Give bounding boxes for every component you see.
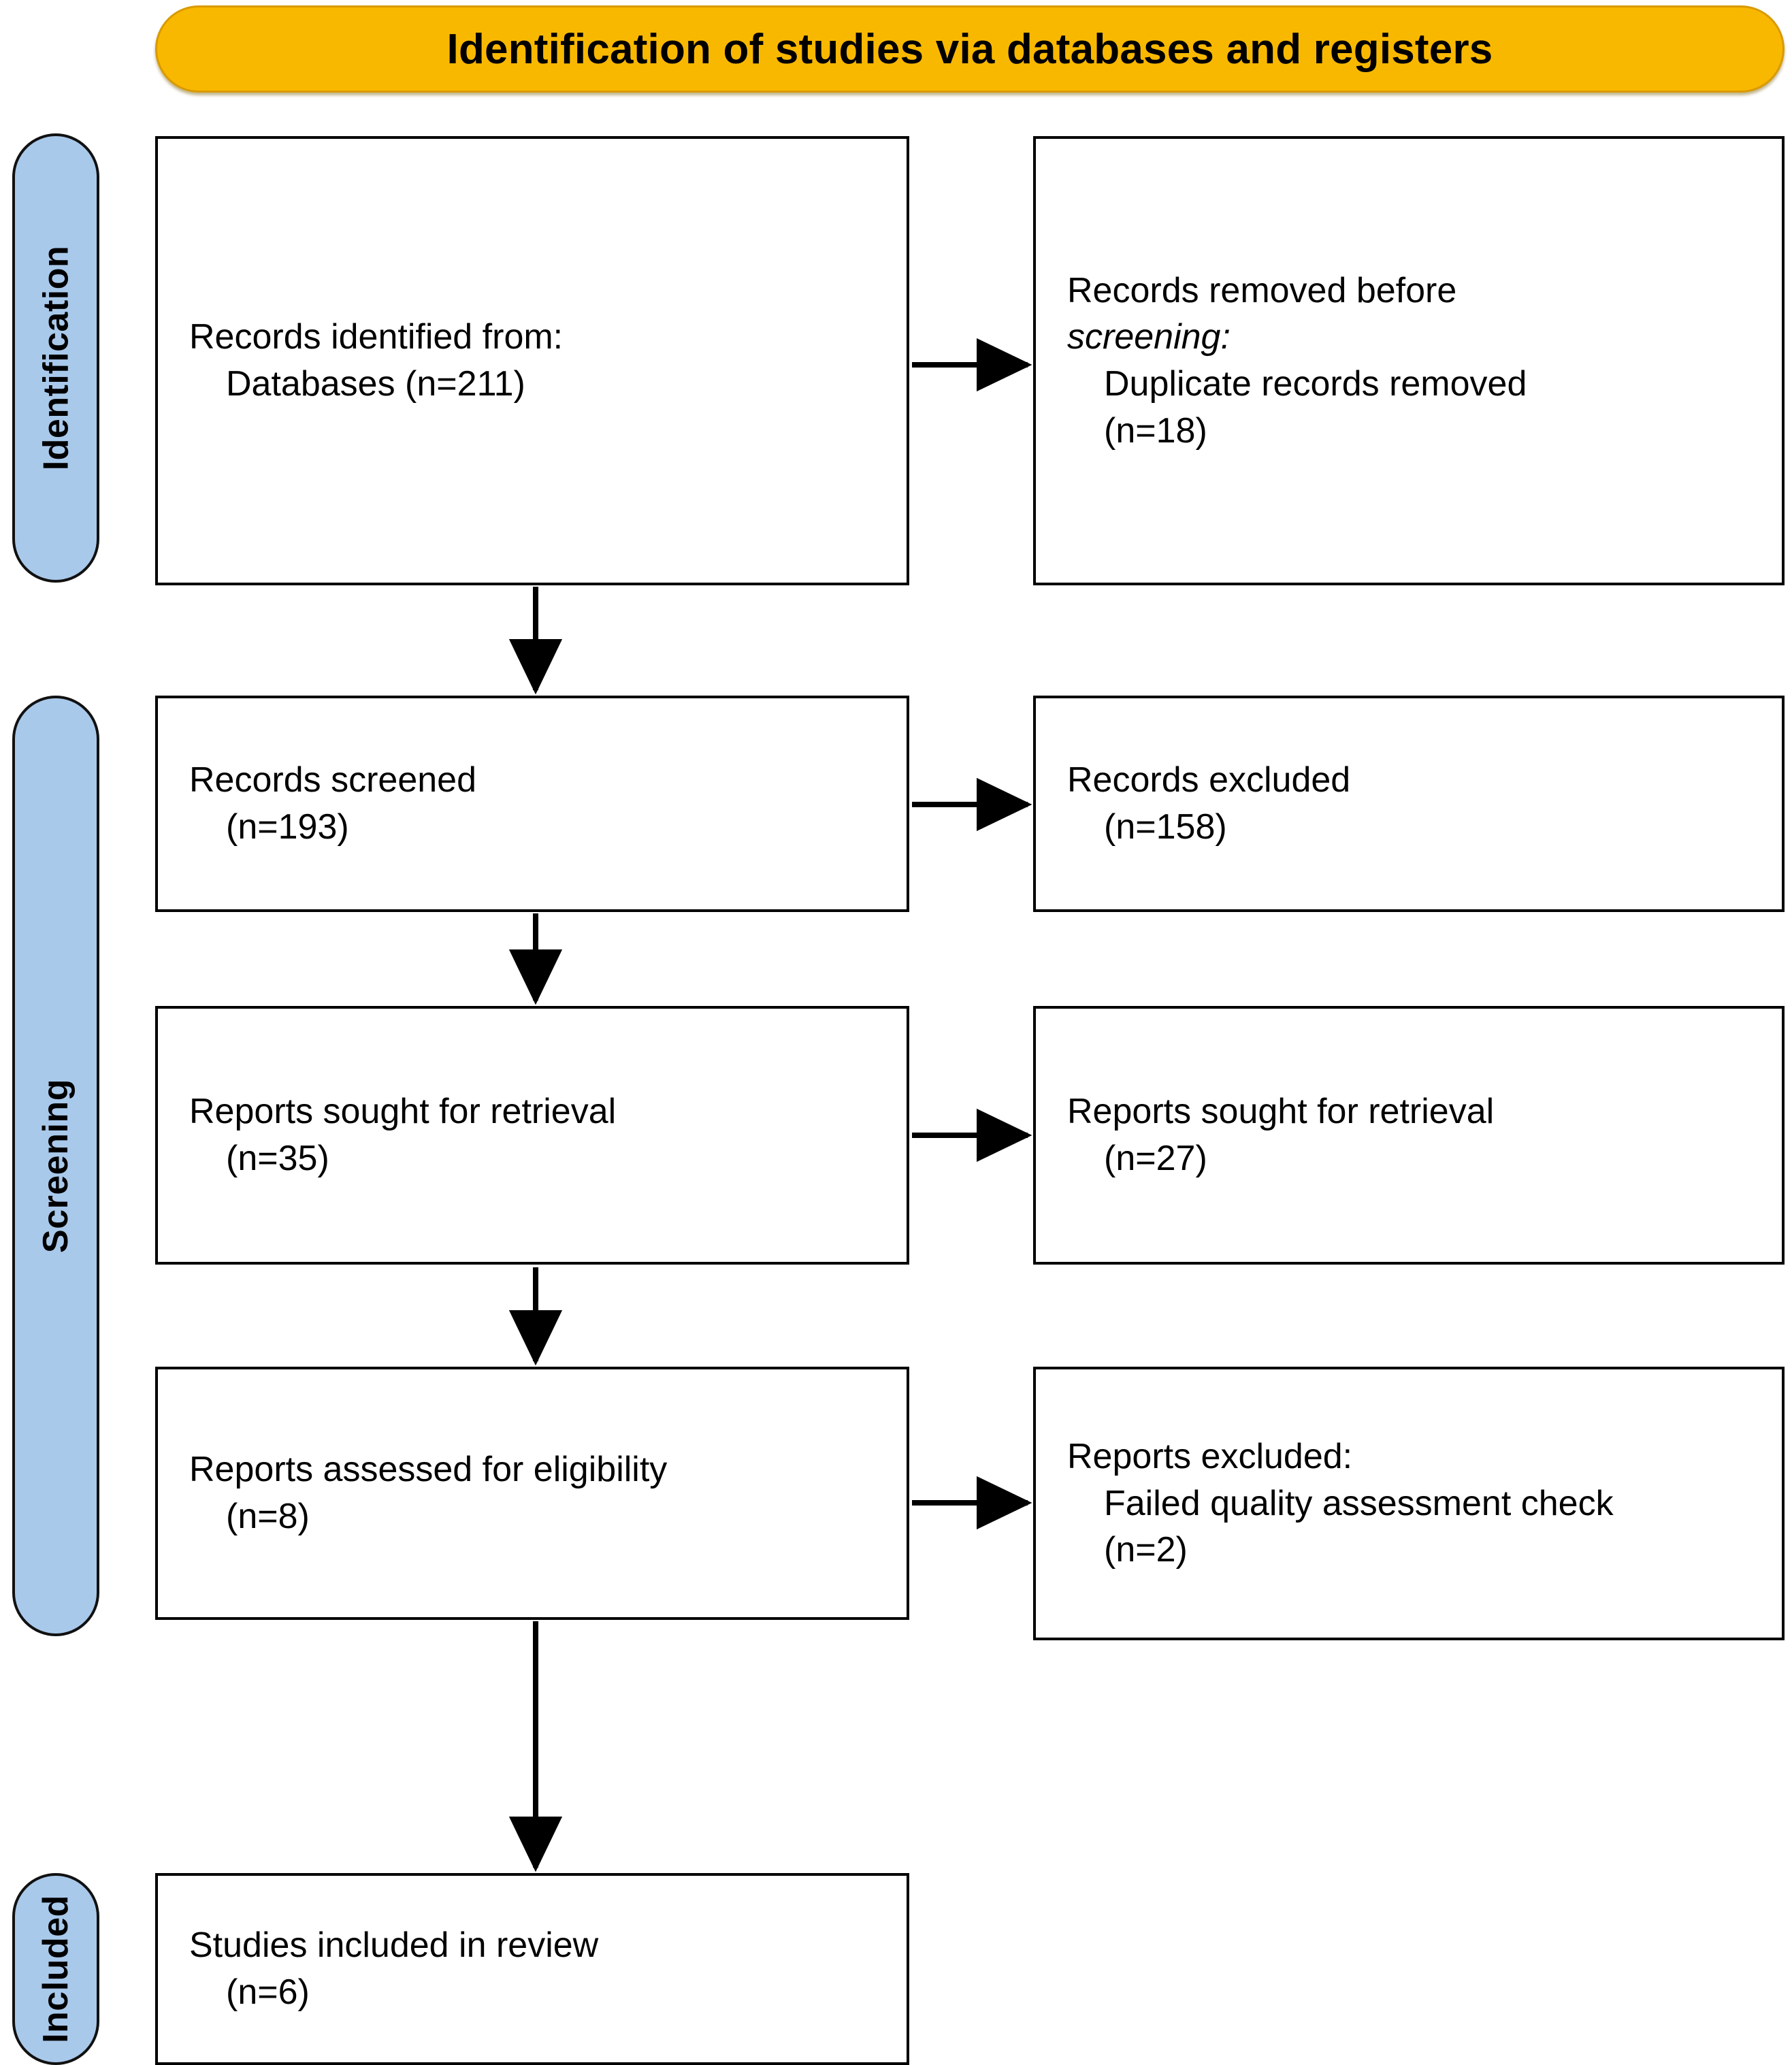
box-studies-included: Studies included in review (n=6) — [155, 1873, 909, 2065]
box-reports-excluded: Reports excluded: Failed quality assessm… — [1033, 1367, 1785, 1640]
records-excluded-line-2: (n=158) — [1104, 807, 1227, 847]
records-screened-line-1: Records screened — [189, 760, 476, 800]
stage-pill-identification: Identification — [12, 133, 99, 583]
box-records-screened: Records screened (n=193) — [155, 696, 909, 912]
box-records-identified: Records identified from: Databases (n=21… — [155, 136, 909, 585]
reports-excluded-line-2: Failed quality assessment check — [1104, 1483, 1614, 1523]
records-removed-line-3: Duplicate records removed — [1104, 364, 1527, 404]
box-reports-sought-right: Reports sought for retrieval (n=27) — [1033, 1006, 1785, 1265]
reports-assessed-line-2: (n=8) — [226, 1497, 310, 1536]
records-removed-line-4: (n=18) — [1104, 410, 1207, 451]
records-identified-line-2: Databases (n=211) — [226, 364, 525, 404]
records-identified-line-1: Records identified from: — [189, 317, 564, 357]
records-removed-text: Records removed — [1067, 270, 1356, 310]
reports-assessed-line-1: Reports assessed for eligibility — [189, 1450, 668, 1490]
stage-pill-screening: Screening — [12, 696, 99, 1636]
box-records-removed: Records removed before screening: Duplic… — [1033, 136, 1785, 585]
reports-sought-right-line-2: (n=27) — [1104, 1139, 1207, 1178]
reports-excluded-line-3: (n=2) — [1104, 1530, 1188, 1570]
records-screened-line-2: (n=193) — [226, 807, 349, 847]
page-title: Identification of studies via databases … — [446, 25, 1493, 73]
diagram-header-banner: Identification of studies via databases … — [155, 5, 1785, 93]
reports-sought-left-line-2: (n=35) — [226, 1139, 329, 1178]
reports-excluded-line-1: Reports excluded: — [1067, 1437, 1353, 1477]
stage-pill-included: Included — [12, 1873, 99, 2065]
records-removed-line-1: Records removed before — [1067, 267, 1750, 314]
studies-included-line-2: (n=6) — [226, 1972, 310, 2012]
reports-sought-left-line-1: Reports sought for retrieval — [189, 1092, 617, 1132]
records-removed-line-2: screening: — [1067, 317, 1231, 357]
box-reports-assessed: Reports assessed for eligibility (n=8) — [155, 1367, 909, 1620]
studies-included-line-1: Studies included in review — [189, 1925, 599, 1966]
box-records-excluded: Records excluded (n=158) — [1033, 696, 1785, 912]
records-excluded-line-1: Records excluded — [1067, 760, 1351, 800]
reports-sought-right-line-1: Reports sought for retrieval — [1067, 1092, 1495, 1132]
box-reports-sought-left: Reports sought for retrieval (n=35) — [155, 1006, 909, 1265]
records-removed-emphasis: before — [1356, 270, 1457, 310]
